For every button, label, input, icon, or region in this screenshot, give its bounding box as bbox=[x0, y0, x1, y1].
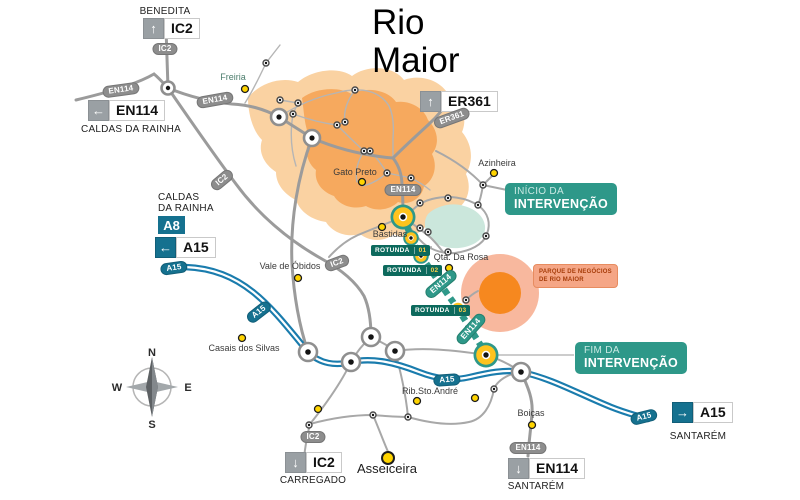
rotunda-number: 01 bbox=[413, 247, 427, 254]
place-label-casais-dos-silvas: Casais dos Silvas bbox=[208, 343, 280, 353]
place-label-freiria: Freiria bbox=[220, 72, 246, 82]
intervention-end-badge: FIM DA INTERVENÇÃO bbox=[575, 342, 688, 374]
lake bbox=[424, 204, 486, 249]
place-label-bastidas: Bastidas bbox=[372, 229, 408, 239]
business-park-badge: PARQUE DE NEGÓCIOS DE RIO MAIOR bbox=[533, 264, 618, 288]
road-shield: A15 bbox=[693, 402, 733, 423]
map-title: Rio Maior bbox=[372, 3, 460, 80]
intervention-roundabouts bbox=[390, 204, 499, 368]
road-nodes bbox=[262, 59, 498, 429]
road-pill-en114: EN114 bbox=[509, 442, 547, 454]
compass-rose: N S W E bbox=[112, 347, 192, 431]
carregado-caption: CARREGADO bbox=[279, 475, 347, 486]
asseiceira-dot bbox=[381, 451, 395, 465]
santarem-caption-en114: SANTARÉM bbox=[507, 481, 565, 492]
road-shield: EN114 bbox=[529, 458, 586, 479]
business-park-line2: DE RIO MAIOR bbox=[539, 277, 584, 283]
roundabout-01 bbox=[403, 230, 419, 246]
arrow-up-icon: ↑ bbox=[420, 91, 441, 112]
business-park-line1: PARQUE DE NEGÓCIOS bbox=[539, 269, 612, 275]
road-shield: EN114 bbox=[109, 100, 166, 121]
rotunda-number: 03 bbox=[453, 307, 467, 314]
place-label-boicas: Boiças bbox=[517, 408, 545, 418]
road-pill-ic2: IC2 bbox=[152, 43, 178, 55]
arrow-down-icon: ↓ bbox=[285, 452, 306, 473]
place-label-vale-de-obidos: Vale de Óbidos bbox=[259, 261, 321, 271]
place-dots bbox=[237, 84, 537, 465]
road-pill-a15: A15 bbox=[432, 373, 462, 387]
intervention-end-line2: INTERVENÇÃO bbox=[584, 356, 679, 370]
intervention-start-line2: INTERVENÇÃO bbox=[514, 197, 609, 211]
intervention-end-line1: FIM DA bbox=[584, 345, 620, 356]
sign-ic2-north: ↑ IC2 bbox=[143, 18, 200, 39]
roundabout-start bbox=[390, 204, 416, 230]
sign-er361: ↑ ER361 bbox=[420, 91, 498, 112]
intervention-start-line1: INÍCIO DA bbox=[514, 186, 564, 197]
road-pill-ic2: IC2 bbox=[300, 431, 326, 443]
intervention-start-badge: INÍCIO DA INTERVENÇÃO bbox=[505, 183, 618, 215]
benedita-caption: BENEDITA bbox=[139, 6, 191, 17]
santarem-caption-a15: SANTARÉM bbox=[669, 431, 727, 442]
place-label-asseiceira: Asseiceira bbox=[357, 461, 417, 476]
rotunda-03-badge: ROTUNDA 03 bbox=[411, 305, 471, 316]
road-shield: A15 bbox=[176, 237, 216, 258]
sign-en114-west: ← EN114 bbox=[88, 100, 166, 121]
rotunda-01-badge: ROTUNDA 01 bbox=[371, 245, 431, 256]
sign-a15-east: → A15 bbox=[672, 402, 733, 423]
caldas-rainha-caption: CALDAS DA RAINHA bbox=[158, 192, 214, 214]
roundabout-end bbox=[473, 342, 499, 368]
a8-badge: A8 bbox=[158, 216, 185, 234]
arrow-left-icon: ← bbox=[155, 237, 176, 258]
arrow-left-icon: ← bbox=[88, 100, 109, 121]
arrow-right-icon: → bbox=[672, 402, 693, 423]
place-label-azinheira: Azinheira bbox=[478, 158, 516, 168]
rotunda-02-badge: ROTUNDA 02 bbox=[383, 265, 443, 276]
business-park-core bbox=[479, 272, 521, 314]
compass-s: S bbox=[148, 419, 155, 431]
arrow-down-icon: ↓ bbox=[508, 458, 529, 479]
rotunda-label: ROTUNDA bbox=[387, 267, 422, 274]
rotunda-label: ROTUNDA bbox=[415, 307, 450, 314]
road-shield: ER361 bbox=[441, 91, 498, 112]
rotunda-label: ROTUNDA bbox=[375, 247, 410, 254]
compass-w: W bbox=[112, 382, 123, 394]
sign-a15-west: ← A15 bbox=[155, 237, 216, 258]
rotunda-number: 02 bbox=[425, 267, 439, 274]
junctions bbox=[160, 80, 532, 383]
road-shield: IC2 bbox=[164, 18, 200, 39]
sign-en114-south: ↓ EN114 bbox=[508, 458, 586, 479]
compass-n: N bbox=[148, 347, 156, 359]
road-pill-en114: EN114 bbox=[384, 184, 422, 196]
caldas-caption: CALDAS DA RAINHA bbox=[81, 124, 181, 135]
road-shield: IC2 bbox=[306, 452, 342, 473]
arrow-up-icon: ↑ bbox=[143, 18, 164, 39]
place-label-rib-sto-andre: Rib.Sto.André bbox=[401, 386, 459, 396]
compass-e: E bbox=[184, 382, 191, 394]
place-label-gato-preto: Gato Preto bbox=[333, 167, 377, 177]
place-label-qta-da-rosa: Qta. Da Rosa bbox=[433, 252, 489, 262]
sign-ic2-south: ↓ IC2 bbox=[285, 452, 342, 473]
